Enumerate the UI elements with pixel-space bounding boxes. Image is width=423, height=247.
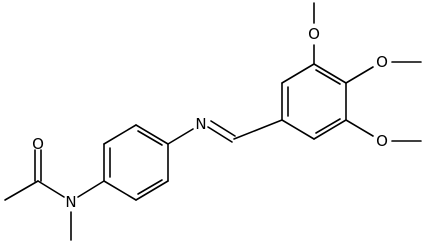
atom-label-n-amide: N [65, 193, 76, 211]
atom-labels: O N N O O O [32, 25, 388, 211]
ring-a-bond-2 [103, 124, 137, 145]
bond-n-to-ring [77, 180, 105, 198]
ring-b-bond-3 [313, 63, 347, 84]
bond-imine-double-a [207, 126, 233, 143]
ring-b-bond-6 [281, 119, 315, 140]
bond-methoxy-bottom-o [345, 119, 374, 137]
ring-a-inner-2 [137, 130, 163, 146]
bond-carbonyl-to-n [37, 180, 65, 198]
bond-ring-to-n-imine [167, 128, 194, 145]
ring-b-inner-2 [315, 69, 341, 85]
atom-label-o-methoxy-top: O [308, 25, 320, 43]
bond-acetyl-methyl [4, 180, 39, 201]
atom-label-o-methoxy-bottom: O [376, 132, 388, 150]
ring-b-bond-5 [313, 119, 347, 140]
ring-a-inner-3 [137, 179, 163, 195]
ring-b-bond-2 [281, 63, 315, 84]
bond-methoxy-middle-o [345, 66, 374, 84]
atom-label-o-methoxy-middle: O [376, 53, 388, 71]
ring-a-bond-6 [103, 180, 137, 201]
bonds [4, 2, 422, 241]
ring-a-bond-3 [135, 124, 169, 145]
ring-a-bond-5 [135, 180, 169, 201]
atom-label-n-imine: N [195, 115, 206, 133]
bond-imine-to-ring [233, 119, 283, 140]
ring-b-inner-3 [315, 118, 341, 134]
atom-label-o-carbonyl: O [32, 135, 44, 153]
bond-imine-double-b [210, 120, 236, 137]
